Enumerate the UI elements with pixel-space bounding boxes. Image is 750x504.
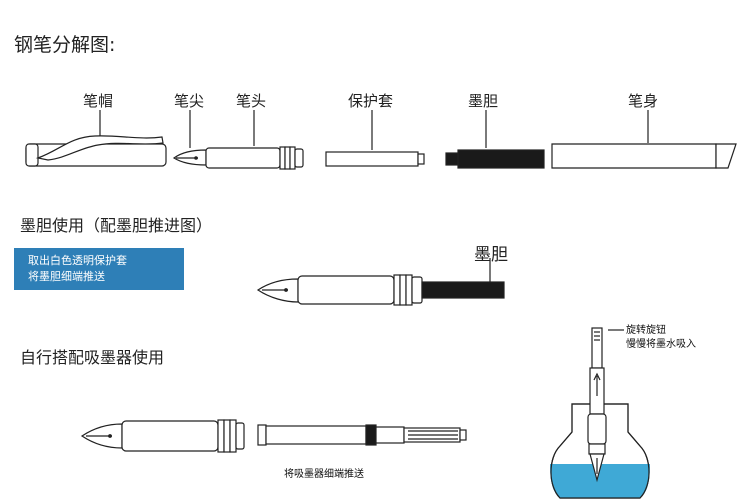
page-title: 钢笔分解图: xyxy=(14,34,116,56)
label-barrel: 笔身 xyxy=(628,92,659,110)
pen-cap xyxy=(25,135,167,167)
pen-head-converter-use xyxy=(80,419,245,453)
protective-sleeve xyxy=(325,151,425,167)
twist-note-1: 旋转旋钮 xyxy=(626,325,666,336)
label-leaders xyxy=(99,110,649,150)
label-cartridge: 墨胆 xyxy=(468,92,499,110)
label-head: 笔头 xyxy=(236,92,267,110)
badge-line-2: 将墨胆细端推送 xyxy=(28,270,105,283)
push-converter-note: 将吸墨器细端推送 xyxy=(284,469,364,480)
label-nib: 笔尖 xyxy=(174,92,205,110)
ink-converter xyxy=(257,424,467,446)
ink-bottle-refill xyxy=(550,327,650,499)
label-sleeve: 保护套 xyxy=(348,92,394,110)
pen-head xyxy=(205,146,304,170)
badge-line-1: 取出白色透明保护套 xyxy=(28,254,127,267)
instruction-badge: 取出白色透明保护套 将墨胆细端推送 xyxy=(14,248,184,290)
section-cartridge-heading: 墨胆使用（配墨胆推进图） xyxy=(20,216,213,235)
pen-with-cartridge xyxy=(256,258,505,306)
pen-barrel xyxy=(551,143,737,169)
section-converter-heading: 自行搭配吸墨器使用 xyxy=(20,348,165,367)
label-cartridge-in-use: 墨胆 xyxy=(474,245,508,265)
ink-cartridge xyxy=(445,149,545,169)
pen-nib xyxy=(172,149,207,166)
label-cap: 笔帽 xyxy=(83,92,114,110)
twist-note-2: 慢慢将墨水吸入 xyxy=(626,339,696,350)
